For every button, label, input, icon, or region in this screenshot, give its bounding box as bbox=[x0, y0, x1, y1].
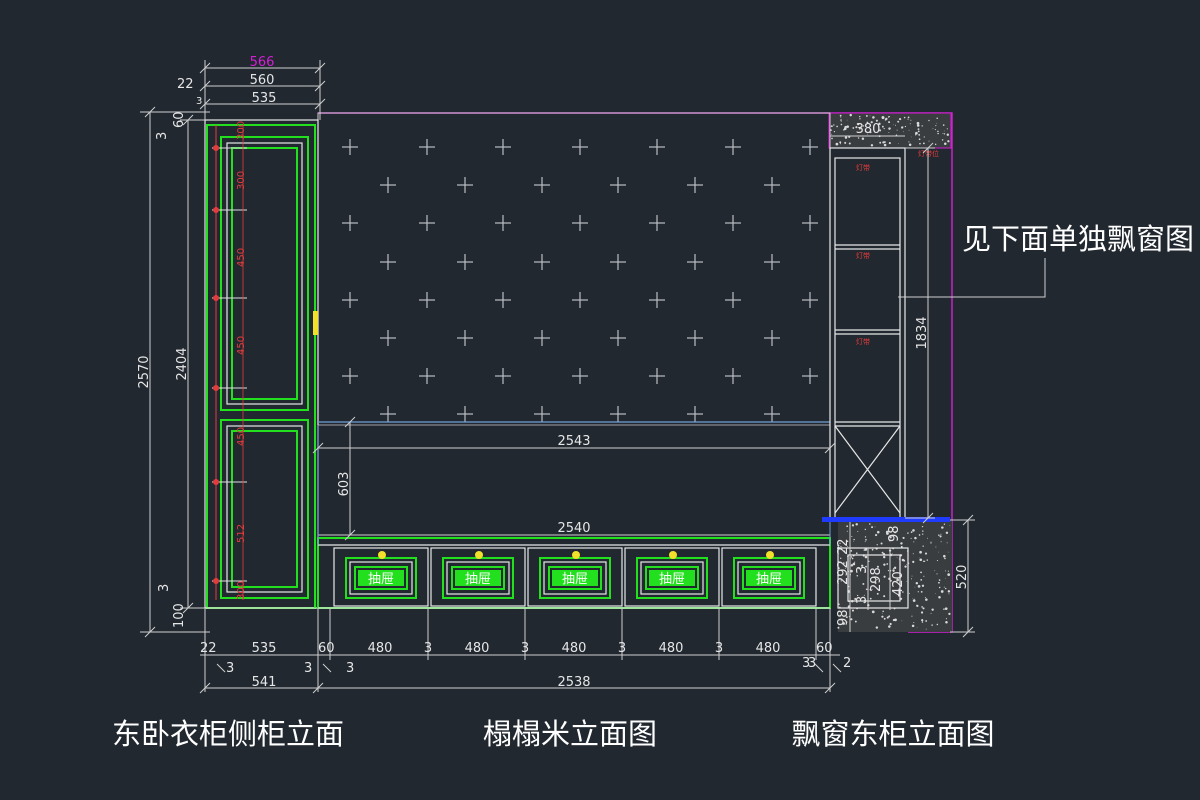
dim-560: 560 bbox=[250, 73, 275, 88]
dim-3-r2: 3 bbox=[855, 596, 870, 604]
dim-22-top: 22 bbox=[177, 77, 194, 92]
tatami-drawer: 抽屉 bbox=[333, 547, 429, 607]
bottom-dim-535: 535 bbox=[252, 641, 277, 656]
drawer-knob bbox=[572, 551, 580, 559]
dim-red-450a: 450 bbox=[236, 248, 247, 267]
drawer-label: 抽屉 bbox=[368, 572, 394, 587]
dim-2404: 2404 bbox=[175, 347, 190, 380]
dim-2543: 2543 bbox=[557, 434, 590, 449]
bottom-dim-480-5: 480 bbox=[756, 641, 781, 656]
dim-red-300c: 300 bbox=[236, 581, 247, 600]
bottom-dim-480-3: 480 bbox=[562, 641, 587, 656]
caption-bay-window-cabinet: 飘窗东柜立面图 bbox=[791, 717, 994, 751]
tatami-drawer: 抽屉 bbox=[624, 547, 720, 607]
drawer-knob bbox=[669, 551, 677, 559]
drawer-knob bbox=[766, 551, 774, 559]
dim-380: 380 bbox=[856, 122, 881, 137]
tatami-dimensions: 2543 603 2540 bbox=[312, 416, 836, 541]
drawer-label: 抽屉 bbox=[659, 572, 685, 587]
dim-566: 566 bbox=[250, 55, 275, 70]
dim-98-top: 98 bbox=[887, 525, 902, 542]
bottom-dim-60-right: 60 bbox=[816, 641, 833, 656]
light-strip-label-2: 灯带 bbox=[856, 251, 870, 260]
dim-2570: 2570 bbox=[137, 355, 152, 388]
dim-420: 420 bbox=[891, 571, 906, 596]
bottom-dim-2: 2 bbox=[843, 656, 851, 671]
shelf-dimension-chain: 300 300 450 450 450 512 300 bbox=[212, 121, 247, 600]
drawer-label: 抽屉 bbox=[562, 572, 588, 587]
dim-60-top: 60 bbox=[172, 111, 187, 128]
window-sill bbox=[822, 517, 950, 522]
dim-1834: 1834 bbox=[915, 316, 930, 349]
handle-strip bbox=[313, 311, 318, 335]
caption-tatami-elevation: 榻榻米立面图 bbox=[483, 717, 657, 751]
bottom-dim-3e: 3 bbox=[521, 641, 529, 656]
bottom-dim-480-4: 480 bbox=[659, 641, 684, 656]
drawer-label: 抽屉 bbox=[465, 572, 491, 587]
bay-window-dimensions: 380 1834 见下面单独飘窗图 520 98 22 292 3 298 42… bbox=[830, 122, 1194, 638]
dim-2540: 2540 bbox=[557, 521, 590, 536]
drawer-label: 抽屉 bbox=[756, 572, 782, 587]
bottom-dim-3f: 3 bbox=[618, 641, 626, 656]
drawer-knob bbox=[378, 551, 386, 559]
dim-red-300a: 300 bbox=[236, 121, 247, 140]
dim-520: 520 bbox=[955, 565, 970, 590]
dim-22-right: 22 bbox=[836, 538, 851, 555]
bottom-dim-60-left: 60 bbox=[318, 641, 335, 656]
bottom-dim-480-1: 480 bbox=[368, 641, 393, 656]
dim-98-bottom: 98 bbox=[836, 609, 851, 626]
light-strip-label-3: 灯带 bbox=[856, 337, 870, 346]
bottom-dim-3c: 3 bbox=[346, 661, 354, 676]
top-dimensions: 566 560 535 22 3 60 3 bbox=[155, 55, 326, 140]
bottom-dim-3b: 3 bbox=[304, 661, 312, 676]
dim-red-512: 512 bbox=[236, 524, 247, 543]
dim-100: 100 bbox=[172, 603, 187, 628]
bottom-dim-480-2: 480 bbox=[465, 641, 490, 656]
bottom-dim-541: 541 bbox=[252, 675, 277, 690]
bottom-dim-3a: 3 bbox=[226, 661, 234, 676]
dim-3-left-top: 3 bbox=[155, 132, 170, 140]
wallpaper-pattern bbox=[342, 139, 818, 422]
concrete-hatch-top bbox=[830, 113, 950, 147]
dim-603: 603 bbox=[337, 472, 352, 497]
dim-3-r1: 3 bbox=[855, 566, 870, 574]
dim-298: 298 bbox=[869, 567, 884, 592]
bottom-dim-2538: 2538 bbox=[557, 675, 590, 690]
dim-292: 292 bbox=[836, 560, 851, 585]
dim-red-450c: 450 bbox=[236, 427, 247, 446]
tatami-drawer: 抽屉 bbox=[721, 547, 817, 607]
dim-535-top: 535 bbox=[252, 91, 277, 106]
caption-wardrobe-side-cabinet: 东卧衣柜侧柜立面 bbox=[112, 717, 344, 751]
bottom-dim-3d: 3 bbox=[424, 641, 432, 656]
wardrobe-side-cabinet bbox=[204, 119, 319, 609]
bottom-dim-3g: 3 bbox=[715, 641, 723, 656]
see-separate-bay-window-note: 见下面单独飘窗图 bbox=[962, 222, 1194, 256]
left-dimensions: 2570 2404 3 100 bbox=[137, 106, 210, 638]
dim-red-450b: 450 bbox=[236, 336, 247, 355]
tatami-drawers: 抽屉 抽屉 抽屉 抽屉 抽屉 bbox=[333, 547, 817, 607]
bottom-dim-22: 22 bbox=[200, 641, 217, 656]
bottom-dim-3i: 3 bbox=[802, 656, 810, 671]
bottom-dim-3h: 3 bbox=[808, 656, 816, 671]
tatami-drawer: 抽屉 bbox=[430, 547, 526, 607]
tatami-drawer: 抽屉 bbox=[527, 547, 623, 607]
dim-red-300b: 300 bbox=[236, 171, 247, 190]
light-strip-label-1: 灯带 bbox=[856, 163, 870, 172]
bottom-dimensions: 22 535 60 3 3 541 3 2538 480 3 480 3 480… bbox=[199, 608, 851, 694]
dim-3-left-bottom: 3 bbox=[157, 584, 172, 592]
dim-3-top: 3 bbox=[196, 96, 202, 107]
room-boundary bbox=[318, 112, 953, 633]
drawer-knob bbox=[475, 551, 483, 559]
tatami-platform bbox=[317, 421, 831, 609]
